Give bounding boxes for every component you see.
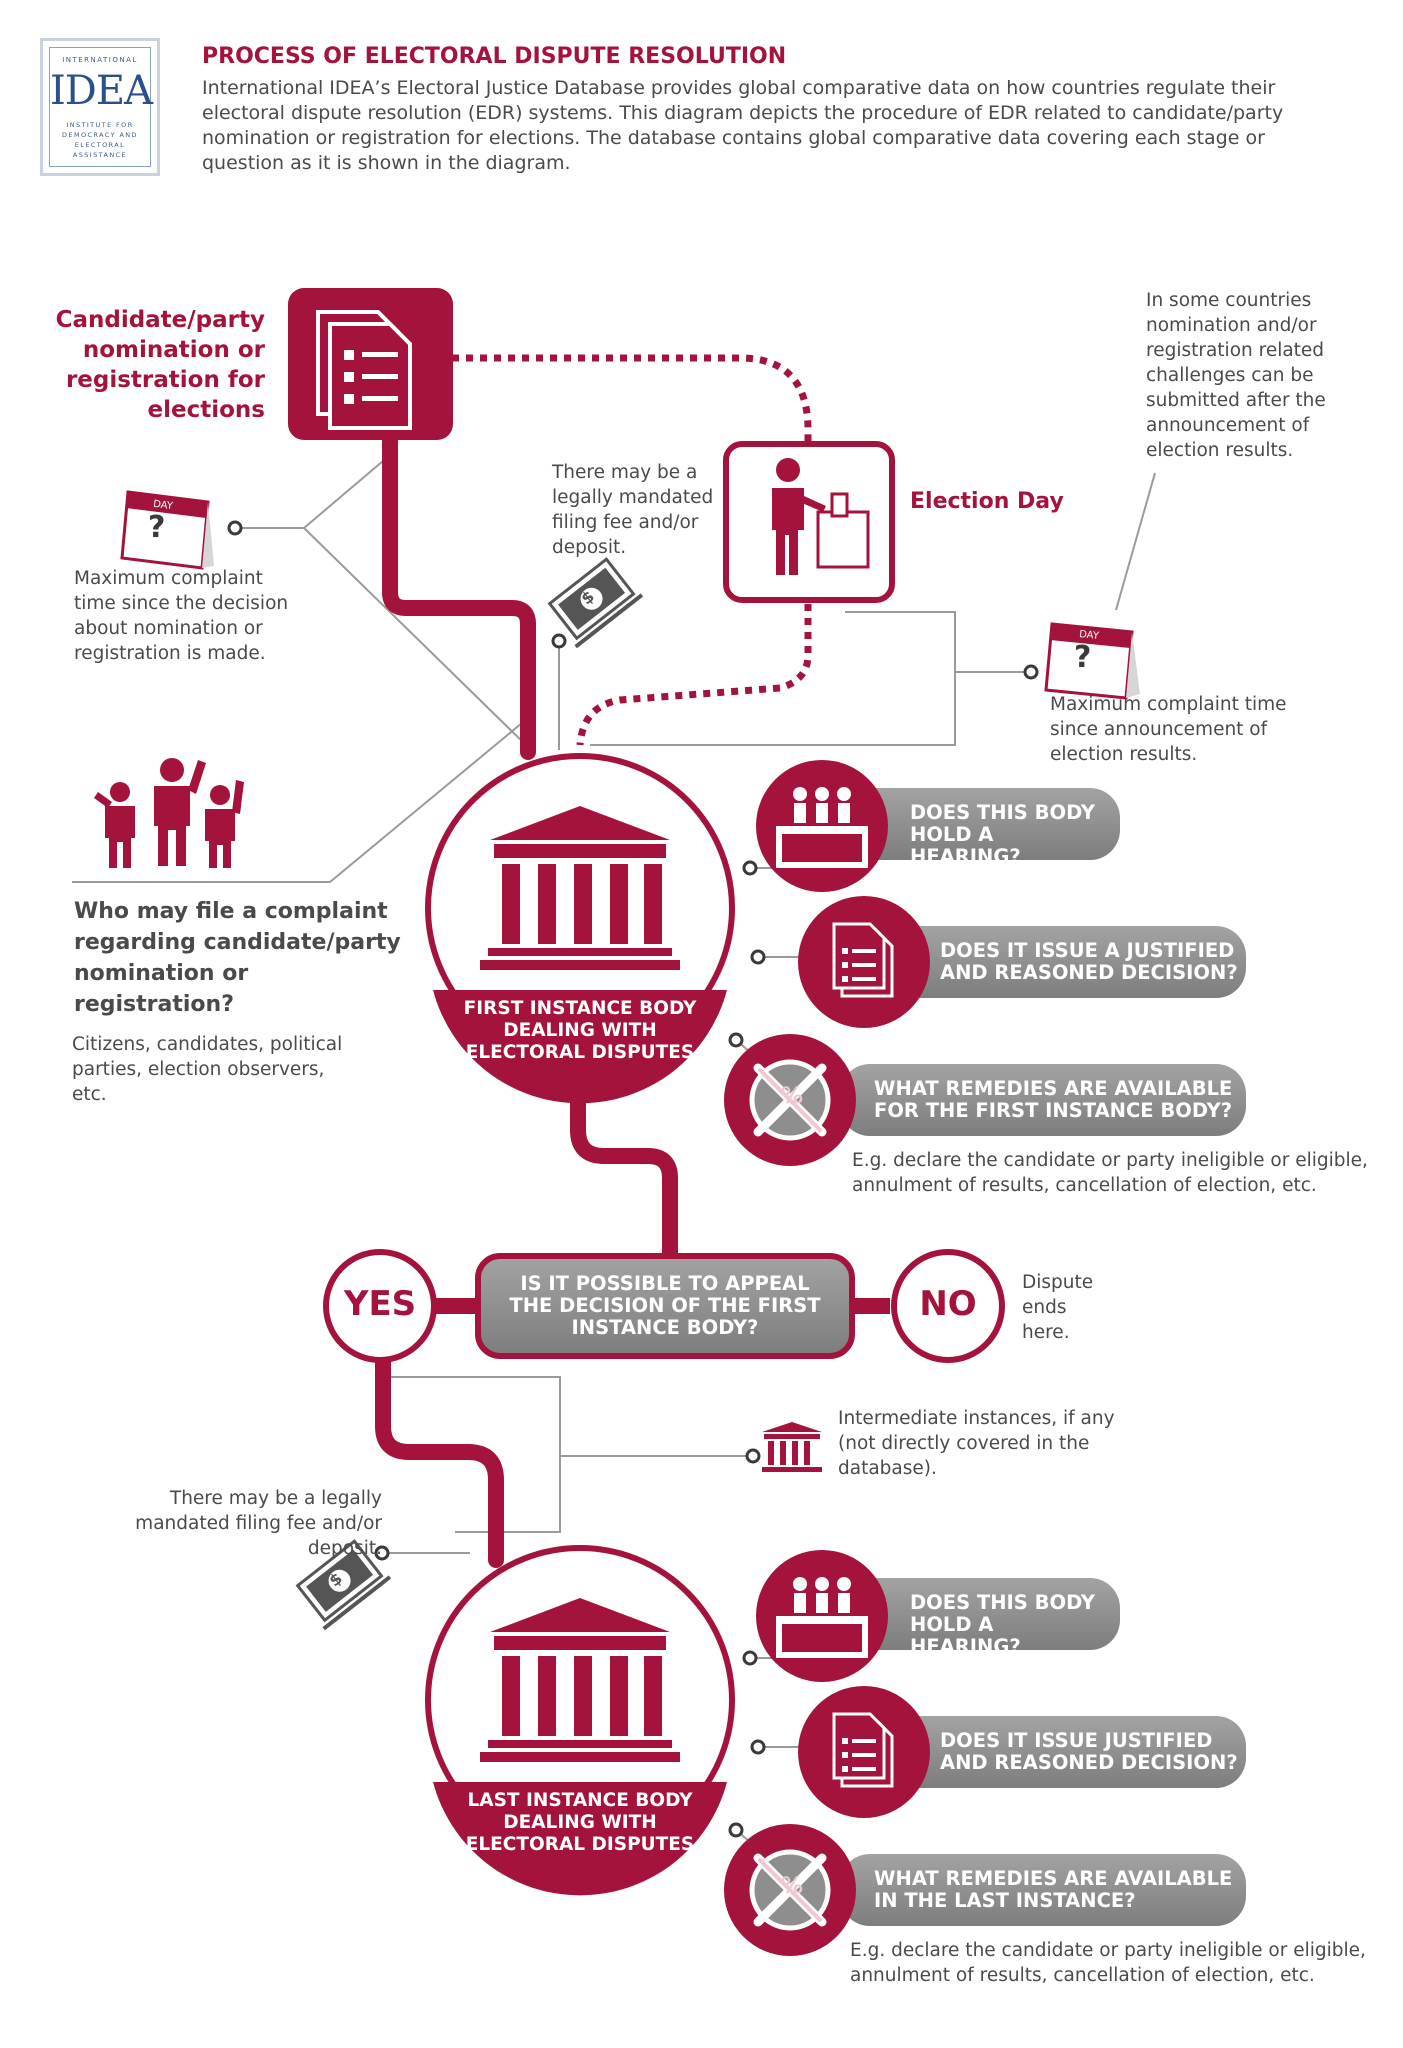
remedies-symbol-first: % xyxy=(781,1084,804,1109)
dotted-paths xyxy=(452,354,812,746)
idea-logo: INTERNATIONAL IDEA INSTITUTE FOR DEMOCRA… xyxy=(40,38,160,176)
appeal-question-pill xyxy=(475,1253,855,1359)
complaint-time-decision: Maximum complaint time since the decisio… xyxy=(74,568,289,664)
first-hearing-question: DOES THIS BODY HOLD A HEARING? xyxy=(910,801,1095,868)
first-instance-circle xyxy=(425,753,735,1104)
logo-top-text: INTERNATIONAL xyxy=(62,56,138,64)
yes-label: YES xyxy=(343,1284,417,1324)
filing-fee-last: There may be a legally mandated filing f… xyxy=(135,1488,382,1559)
appeal-question: IS IT POSSIBLE TO APPEAL THE DECISION OF… xyxy=(509,1272,821,1339)
intermediate-courthouse-icon xyxy=(762,1422,822,1472)
calendar-icon-first xyxy=(120,490,214,570)
logo-main-text: IDEA xyxy=(50,68,153,114)
no-label: NO xyxy=(919,1284,977,1324)
intermediate-note: Intermediate instances, if any (not dire… xyxy=(838,1408,1115,1479)
no-circle xyxy=(891,1249,1005,1363)
calendar-question-first: ? xyxy=(148,510,166,545)
calendar-question-results: ? xyxy=(1074,640,1092,675)
election-day-title: Election Day xyxy=(910,489,1064,514)
page-title: PROCESS OF ELECTORAL DISPUTE RESOLUTION xyxy=(202,44,787,69)
who-may-file-question: Who may file a complaint regarding candi… xyxy=(74,899,401,1017)
hearing-icon-first xyxy=(756,760,888,892)
nomination-document-icon xyxy=(288,288,453,440)
remedies-icon-first xyxy=(724,1034,856,1166)
complaint-time-results: Maximum complaint time since announcemen… xyxy=(1050,694,1287,765)
who-may-file-answer: Citizens, candidates, political parties,… xyxy=(72,1034,343,1105)
last-decision-question: DOES IT ISSUE JUSTIFIED AND REASONED DEC… xyxy=(940,1729,1238,1774)
last-instance-label: LAST INSTANCE BODY DEALING WITH ELECTORA… xyxy=(465,1790,695,1855)
decision-icon-first xyxy=(798,896,930,1028)
connector-dots xyxy=(227,520,1039,1838)
last-remedies-question: WHAT REMEDIES ARE AVAILABLE IN THE LAST … xyxy=(874,1867,1233,1912)
filing-fee-first: There may be a legally mandated filing f… xyxy=(552,462,714,558)
last-body-question-pills xyxy=(840,1578,1246,1926)
first-body-question-pills xyxy=(840,788,1246,1136)
last-hearing-question: DOES THIS BODY HOLD A HEARING? xyxy=(910,1591,1095,1658)
flow-path xyxy=(375,432,678,1568)
yes-circle xyxy=(323,1249,437,1363)
crowd-icon xyxy=(94,758,244,868)
after-results-note: In some countries nomination and/or regi… xyxy=(1146,290,1326,461)
last-instance-circle xyxy=(425,1545,735,1896)
first-remedies-example: E.g. declare the candidate or party inel… xyxy=(852,1150,1368,1196)
remedies-symbol-last: % xyxy=(781,1874,804,1899)
calendar-icon-results xyxy=(1044,622,1140,700)
logo-frame: INTERNATIONAL IDEA INSTITUTE FOR DEMOCRA… xyxy=(49,47,153,167)
nomination-title: Candidate/party nomination or registrati… xyxy=(55,307,265,423)
remedies-icon-last xyxy=(724,1824,856,1956)
money-icon-first xyxy=(547,557,644,649)
hearing-icon-last xyxy=(756,1550,888,1682)
intro-text: International IDEA’s Electoral Justice D… xyxy=(202,77,1284,174)
money-icon-last xyxy=(295,1539,392,1631)
decision-icon-last xyxy=(798,1686,930,1818)
last-remedies-example: E.g. declare the candidate or party inel… xyxy=(850,1940,1366,1986)
dispute-ends-note: Dispute ends here. xyxy=(1022,1272,1094,1343)
first-decision-question: DOES IT ISSUE A JUSTIFIED AND REASONED D… xyxy=(940,939,1238,984)
first-instance-label: FIRST INSTANCE BODY DEALING WITH ELECTOR… xyxy=(463,998,697,1063)
logo-sub-text: INSTITUTE FOR DEMOCRACY AND ELECTORAL AS… xyxy=(62,121,138,159)
ballot-box-icon xyxy=(723,441,895,603)
first-remedies-question: WHAT REMEDIES ARE AVAILABLE FOR THE FIRS… xyxy=(874,1077,1233,1122)
